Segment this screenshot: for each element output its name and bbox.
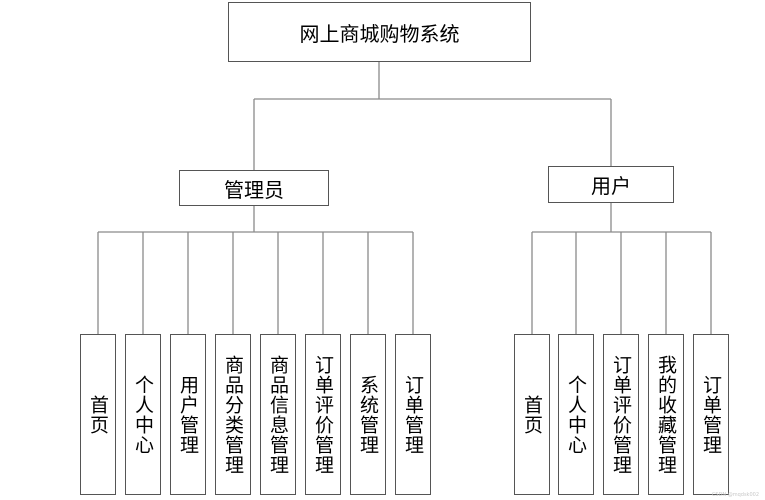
user-node: 用户 (548, 166, 674, 203)
admin-leaf-label: 首页 (87, 394, 109, 435)
admin-leaf-label: 系统管理 (357, 374, 379, 455)
admin-leaf-product-management: 商品信息管理 (260, 334, 296, 495)
admin-node-label: 管理员 (224, 177, 284, 202)
admin-leaf-system-management: 系统管理 (350, 334, 386, 495)
user-node-label: 用户 (591, 174, 631, 198)
user-leaf-label: 首页 (521, 394, 543, 435)
root-node-label: 网上商城购物系统 (299, 21, 460, 46)
watermark: CSDN @mqdsk002 (711, 492, 759, 498)
user-leaf-label: 个人中心 (565, 374, 587, 455)
admin-leaf-label: 订单管理 (402, 374, 424, 455)
admin-leaf-order-management: 订单管理 (395, 334, 431, 495)
user-leaf-review-management: 订单评价管理 (603, 334, 639, 495)
user-leaf-favorites-management: 我的收藏管理 (648, 334, 684, 495)
user-leaf-profile: 个人中心 (558, 334, 594, 495)
user-leaf-label: 订单管理 (700, 374, 722, 455)
user-leaf-order-management: 订单管理 (693, 334, 729, 495)
admin-leaf-review-management: 订单评价管理 (305, 334, 341, 495)
admin-leaf-label: 商品分类管理 (222, 354, 244, 475)
admin-leaf-label: 个人中心 (132, 374, 154, 455)
admin-leaf-label: 订单评价管理 (312, 354, 334, 475)
admin-leaf-label: 用户管理 (177, 374, 199, 455)
admin-leaf-user-management: 用户管理 (170, 334, 206, 495)
admin-leaf-home: 首页 (80, 334, 116, 495)
admin-leaf-label: 商品信息管理 (267, 354, 289, 475)
admin-leaf-category-management: 商品分类管理 (215, 334, 251, 495)
admin-leaf-profile: 个人中心 (125, 334, 161, 495)
user-leaf-home: 首页 (514, 334, 550, 495)
admin-node: 管理员 (179, 170, 329, 206)
root-node: 网上商城购物系统 (228, 2, 531, 62)
user-leaf-label: 订单评价管理 (610, 354, 632, 475)
user-leaf-label: 我的收藏管理 (655, 354, 677, 475)
